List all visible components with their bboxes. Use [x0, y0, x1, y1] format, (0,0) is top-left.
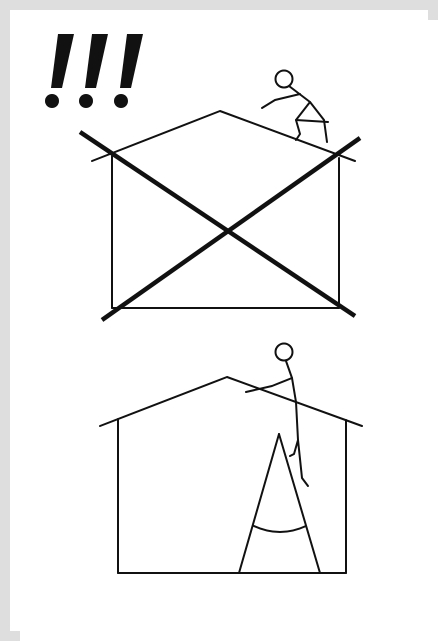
cross-out-mark-icon: [80, 132, 360, 320]
instruction-illustration: [20, 20, 438, 641]
person-on-ladder-icon: [246, 344, 308, 487]
instruction-figure-panel: [20, 20, 438, 641]
house-outline-bottom: [100, 377, 362, 573]
house-with-ladder-icon: [100, 344, 362, 574]
ladder-icon: [239, 434, 320, 573]
triple-exclamation-icon: [45, 34, 143, 108]
house-outline-top: [92, 111, 355, 308]
